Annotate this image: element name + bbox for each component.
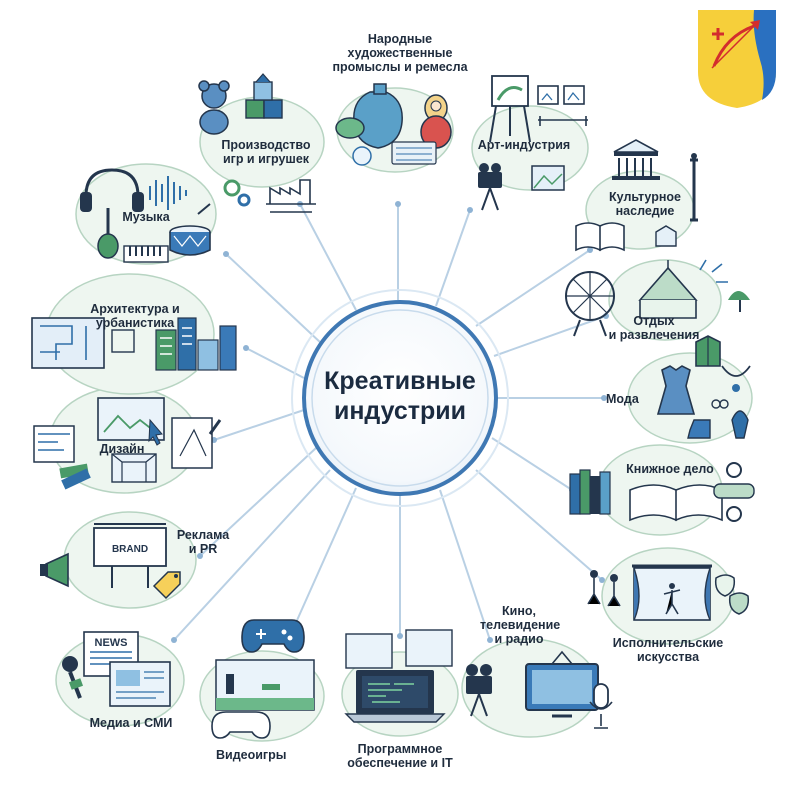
connector-dot-folk-crafts — [395, 201, 401, 207]
design-tools-icon — [33, 397, 222, 490]
laptop-code-icon — [344, 629, 453, 723]
connector-book-business — [491, 437, 573, 491]
connector-dot-performing-arts — [599, 577, 605, 583]
headphones-guitar-drum-icon — [80, 168, 211, 263]
industry-icons — [31, 73, 755, 739]
connector-music — [225, 253, 323, 345]
connector-dot-cinema-tv-radio — [487, 637, 493, 643]
connector-cultural-heritage — [475, 249, 591, 327]
connector-dot-fashion — [601, 395, 607, 401]
connector-dot-cultural-heritage — [587, 247, 593, 253]
connector-design — [213, 409, 305, 441]
connector-cinema-tv-radio — [439, 489, 491, 641]
museum-column-icon — [575, 139, 698, 252]
news-sign-text: NEWS — [95, 637, 128, 649]
kirov-region-emblem-icon — [698, 10, 776, 108]
stage-masks-icon — [587, 564, 750, 621]
camera-tv-mic-icon — [466, 650, 613, 729]
connector-dot-advertising — [197, 553, 203, 559]
connector-media — [173, 469, 331, 641]
connector-video-games — [289, 487, 357, 637]
gamepad-icon — [211, 619, 315, 739]
connector-art-industry — [435, 209, 471, 307]
connector-lines — [171, 201, 609, 643]
connector-dot-software-it — [397, 633, 403, 639]
blueprint-buildings-icon — [31, 317, 237, 371]
teddy-blocks-icon — [198, 73, 316, 213]
connector-dot-music — [223, 251, 229, 257]
megaphone-billboard-icon — [40, 523, 181, 600]
center-hub — [291, 289, 509, 507]
brand-sign-text: BRAND — [112, 544, 148, 555]
books-press-icon — [569, 462, 755, 522]
connector-advertising — [199, 447, 317, 557]
connector-dot-architecture — [243, 345, 249, 351]
easel-camera-icon — [478, 75, 588, 211]
connector-dot-art-industry — [467, 207, 473, 213]
connector-leisure — [493, 315, 607, 357]
ferris-wheel-tent-icon — [565, 259, 750, 337]
newspaper-mic-icon — [62, 631, 171, 707]
vase-matryoshka-icon — [335, 83, 452, 166]
connector-games-toys — [299, 203, 357, 311]
connector-performing-arts — [475, 469, 603, 581]
connector-dot-media — [171, 637, 177, 643]
center-title: Креативные индустрии — [324, 367, 476, 425]
dress-jacket-icon — [656, 335, 751, 439]
